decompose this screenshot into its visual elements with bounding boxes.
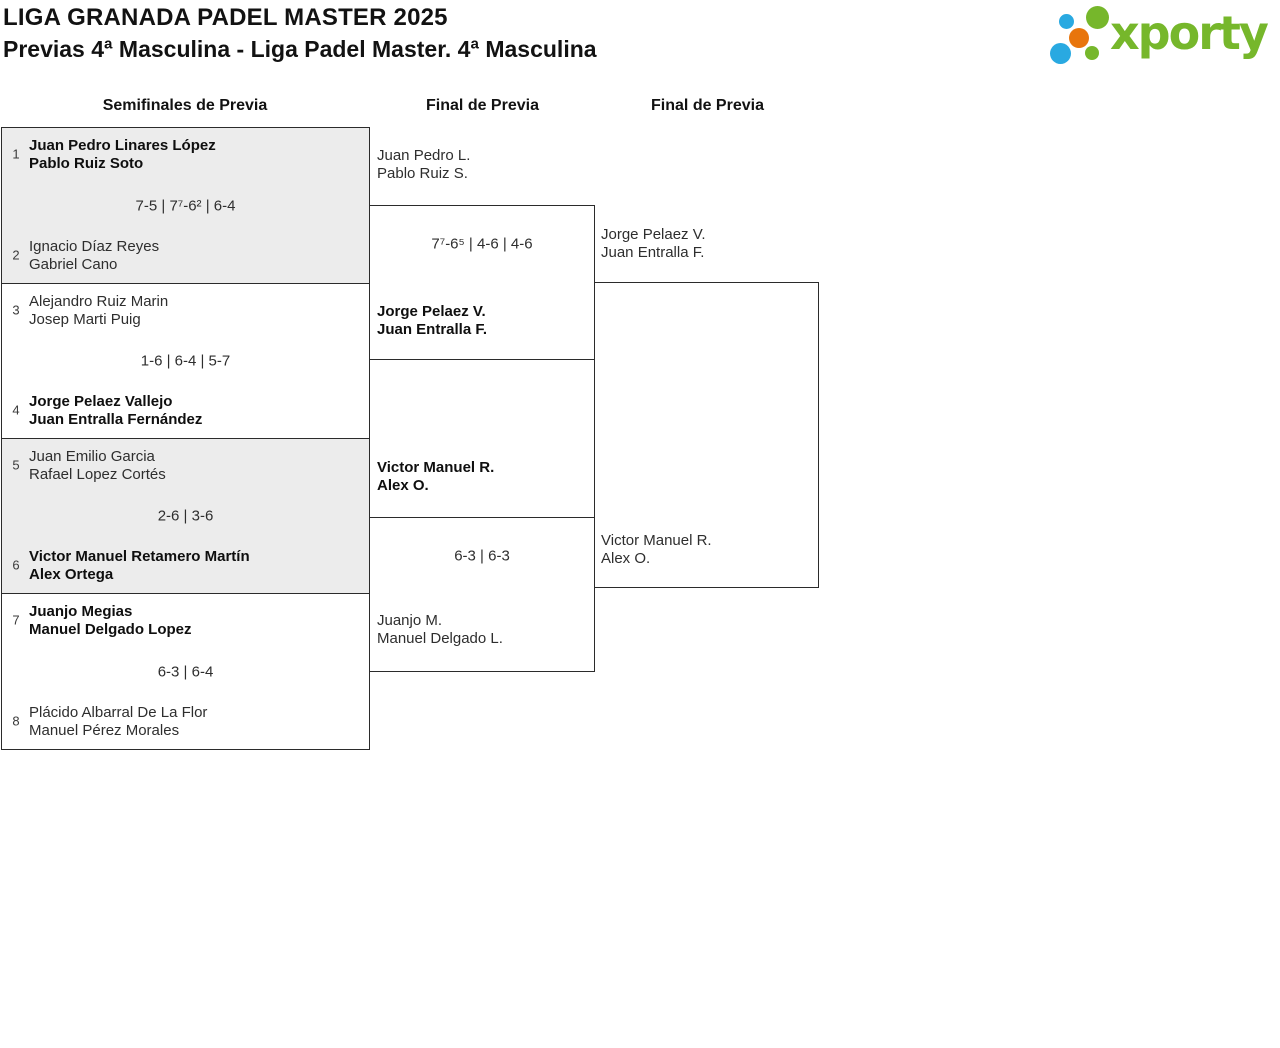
- player-name: Juan Entralla F.: [377, 321, 488, 338]
- seed-number: 1: [12, 146, 20, 162]
- player-name: Manuel Delgado Lopez: [29, 621, 192, 638]
- match-score: 7⁷-6⁵ | 4-6 | 4-6: [431, 235, 533, 253]
- logo-dot-icon: [1085, 46, 1099, 60]
- player-name: Gabriel Cano: [29, 256, 118, 273]
- team-slot: 5 Juan Emilio Garcia Rafael Lopez Cortés: [2, 448, 369, 484]
- logo-dot-icon: [1059, 14, 1074, 29]
- player-name: Pablo Ruiz Soto: [29, 155, 144, 172]
- seed-number: 3: [12, 302, 20, 318]
- semifinal2-top-team: Victor Manuel R. Alex O.: [377, 459, 494, 495]
- player-name: Victor Manuel R.: [377, 459, 495, 476]
- logo-wordmark: xporty: [1110, 6, 1269, 60]
- seed-number: 2: [12, 247, 20, 263]
- final-bottom-team: Victor Manuel R. Alex O.: [601, 532, 712, 568]
- seed-number: 5: [12, 457, 20, 473]
- seed-number: 6: [12, 557, 20, 573]
- team-names: Alejandro Ruiz Marin Josep Marti Puig: [29, 293, 369, 329]
- logo-dot-icon: [1069, 28, 1089, 48]
- player-name: Rafael Lopez Cortés: [29, 466, 166, 483]
- player-name: Alex O.: [601, 550, 651, 567]
- player-name: Juan Entralla Fernández: [29, 411, 203, 428]
- player-name: Jorge Pelaez Vallejo: [29, 393, 173, 410]
- player-name: Victor Manuel Retamero Martín: [29, 548, 250, 565]
- team-names: Juan Pedro Linares López Pablo Ruiz Soto: [29, 137, 369, 173]
- round1-match-1[interactable]: 1 Juan Pedro Linares López Pablo Ruiz So…: [1, 127, 370, 284]
- player-name: Victor Manuel R.: [601, 532, 712, 549]
- semifinal2-bottom-team: Juanjo M. Manuel Delgado L.: [377, 612, 503, 648]
- team-slot: 2 Ignacio Díaz Reyes Gabriel Cano: [2, 238, 369, 274]
- team-slot: 6 Victor Manuel Retamero Martín Alex Ort…: [2, 548, 369, 584]
- team-names: Ignacio Díaz Reyes Gabriel Cano: [29, 238, 369, 274]
- logo-dot-icon: [1086, 6, 1109, 29]
- seed-number: 8: [12, 713, 20, 729]
- player-name: Juan Pedro L.: [377, 147, 471, 164]
- final-top-team: Jorge Pelaez V. Juan Entralla F.: [601, 226, 706, 262]
- final-match[interactable]: [594, 282, 819, 588]
- match-score: 6-3 | 6-4: [157, 663, 214, 680]
- team-slot: 3 Alejandro Ruiz Marin Josep Marti Puig: [2, 293, 369, 329]
- team-names: Victor Manuel Retamero Martín Alex Orteg…: [29, 548, 369, 584]
- team-slot: 7 Juanjo Megias Manuel Delgado Lopez: [2, 603, 369, 639]
- seed-number: 7: [12, 612, 20, 628]
- team-names: Juanjo Megias Manuel Delgado Lopez: [29, 603, 369, 639]
- round1-match-3[interactable]: 5 Juan Emilio Garcia Rafael Lopez Cortés…: [1, 438, 370, 594]
- player-name: Juanjo Megias: [29, 603, 133, 620]
- player-name: Alex Ortega: [29, 566, 114, 583]
- match-score: 7-5 | 7⁷-6² | 6-4: [135, 197, 236, 214]
- team-names: Jorge Pelaez Vallejo Juan Entralla Ferná…: [29, 393, 369, 429]
- round1-match-4[interactable]: 7 Juanjo Megias Manuel Delgado Lopez 6-3…: [1, 593, 370, 750]
- semifinal1-bottom-team: Jorge Pelaez V. Juan Entralla F.: [377, 303, 487, 339]
- player-name: Manuel Delgado L.: [377, 630, 503, 647]
- match-score: 6-3 | 6-3: [454, 547, 510, 565]
- column-header-final-2: Final de Previa: [651, 97, 764, 114]
- player-name: Juan Emilio Garcia: [29, 448, 155, 465]
- player-name: Juan Entralla F.: [601, 244, 705, 261]
- round1-match-2[interactable]: 3 Alejandro Ruiz Marin Josep Marti Puig …: [1, 283, 370, 439]
- player-name: Ignacio Díaz Reyes: [29, 238, 160, 255]
- match-score: 1-6 | 6-4 | 5-7: [140, 352, 231, 370]
- player-name: Juan Pedro Linares López: [29, 137, 216, 154]
- seed-number: 4: [12, 402, 20, 418]
- team-slot: 4 Jorge Pelaez Vallejo Juan Entralla Fer…: [2, 393, 369, 429]
- team-slot: 1 Juan Pedro Linares López Pablo Ruiz So…: [2, 137, 369, 173]
- player-name: Alejandro Ruiz Marin: [29, 293, 169, 310]
- player-name: Juanjo M.: [377, 612, 443, 629]
- semifinal1-top-team: Juan Pedro L. Pablo Ruiz S.: [377, 147, 470, 183]
- xporty-logo[interactable]: xporty: [1045, 0, 1275, 72]
- player-name: Manuel Pérez Morales: [29, 722, 180, 739]
- player-name: Jorge Pelaez V.: [377, 303, 486, 320]
- page-subtitle: Previas 4ª Masculina - Liga Padel Master…: [3, 36, 597, 62]
- player-name: Plácido Albarral De La Flor: [29, 704, 208, 721]
- column-header-final-1: Final de Previa: [426, 97, 539, 114]
- player-name: Josep Marti Puig: [29, 311, 141, 328]
- team-slot: 8 Plácido Albarral De La Flor Manuel Pér…: [2, 704, 369, 740]
- semifinal-match-2[interactable]: 6-3 | 6-3: [369, 517, 595, 672]
- player-name: Jorge Pelaez V.: [601, 226, 706, 243]
- page-title: LIGA GRANADA PADEL MASTER 2025: [3, 4, 448, 31]
- team-names: Juan Emilio Garcia Rafael Lopez Cortés: [29, 448, 369, 484]
- column-header-semifinales: Semifinales de Previa: [102, 97, 268, 114]
- match-score: 2-6 | 3-6: [157, 507, 214, 525]
- player-name: Alex O.: [377, 477, 429, 494]
- team-names: Plácido Albarral De La Flor Manuel Pérez…: [29, 704, 369, 740]
- player-name: Pablo Ruiz S.: [377, 165, 468, 182]
- logo-dot-icon: [1050, 43, 1071, 64]
